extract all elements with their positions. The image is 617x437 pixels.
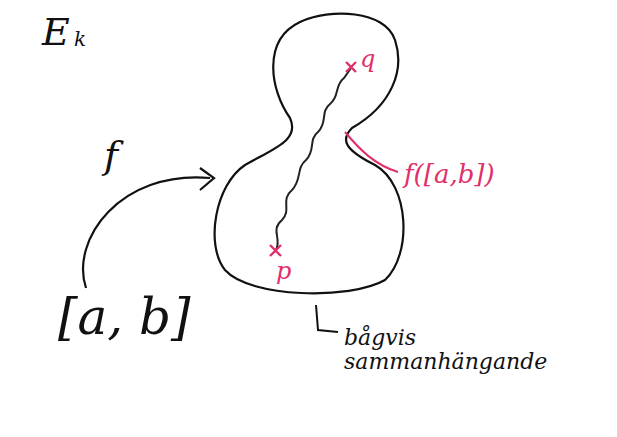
image-label: f([a,b]) (404, 160, 495, 189)
arrow-head (200, 168, 214, 190)
curve-image (276, 68, 351, 250)
pointer-mark (316, 305, 338, 332)
property-note: bågvis sammanhängande (344, 326, 524, 374)
subscript: k (74, 28, 86, 50)
point-mark (270, 245, 281, 256)
function-name: f (104, 135, 118, 177)
point-label: q (360, 46, 375, 72)
path-connected-set (215, 14, 404, 294)
space-symbol: E (42, 12, 70, 54)
point-label: p (276, 258, 291, 284)
map-arrow (83, 177, 210, 288)
leader-line (345, 132, 398, 172)
interval: [a, b] (58, 290, 191, 345)
point-mark (346, 62, 356, 72)
